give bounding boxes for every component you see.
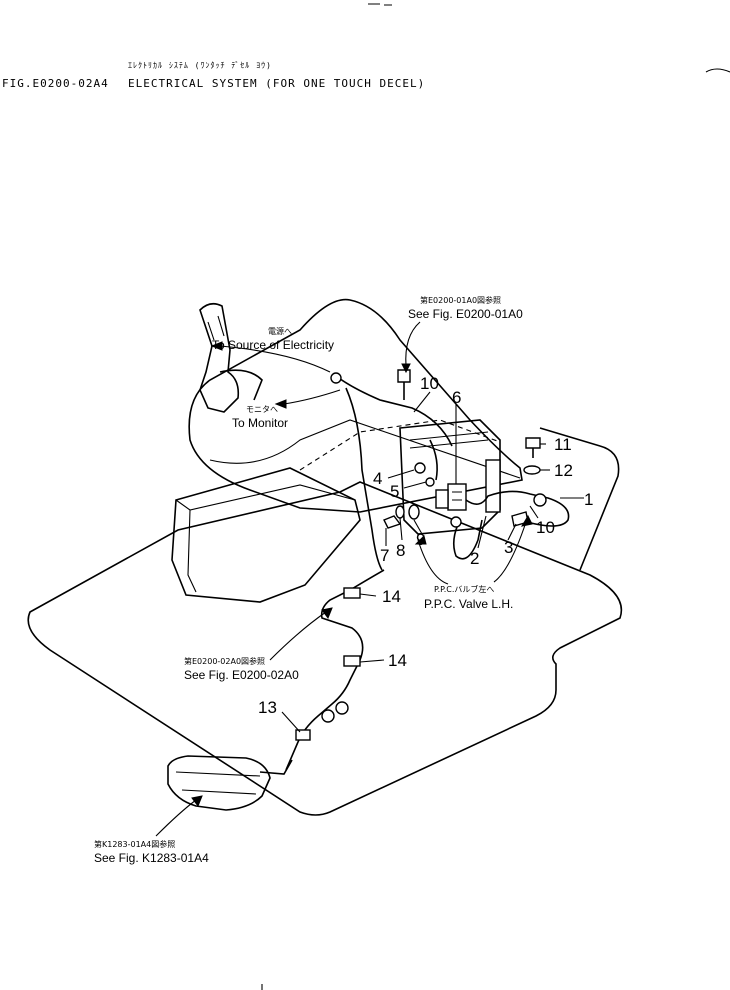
leader-13 — [281, 711, 301, 733]
relay — [447, 483, 467, 511]
leader-4 — [387, 469, 415, 479]
nut-4 — [414, 462, 426, 474]
figure-number: FIG.E0200-02A4 — [2, 77, 109, 90]
connector-13b — [335, 701, 349, 715]
part-number-8: 8 — [396, 541, 405, 560]
part-number-14-lower: 14 — [388, 651, 407, 670]
seat-base — [171, 467, 361, 603]
washer-8 — [395, 505, 405, 519]
callout-monitor-jp: モニタへ — [246, 405, 278, 414]
arrow-head — [414, 535, 427, 545]
callout-source-jp: 電源へ — [268, 327, 292, 336]
callout-to-source: To Source of Electricity — [212, 338, 334, 352]
callout-ppc-valve: P.P.C. Valve L.H. — [424, 597, 513, 611]
console-body — [188, 298, 523, 513]
seat-base-edge — [175, 484, 356, 511]
part-number-10-top: 10 — [420, 374, 439, 393]
switch-lead — [259, 759, 293, 775]
callout-to-monitor: To Monitor — [232, 416, 288, 430]
part-number-13: 13 — [258, 698, 277, 717]
callout-e0200-02a0-jp: 第E0200-02A0図参照 — [184, 656, 265, 666]
washer-9 — [408, 504, 420, 520]
arrow-see-k1283-01a4 — [155, 799, 197, 837]
floor-plate — [27, 481, 623, 816]
part-number-7: 7 — [380, 546, 389, 565]
part-number-3: 3 — [504, 538, 513, 557]
part-number-1: 1 — [584, 490, 593, 509]
leader-14b — [359, 659, 385, 663]
connector-source — [330, 372, 342, 384]
seat-base-edge — [187, 509, 197, 593]
bolt-7 — [383, 515, 402, 529]
part-number-5: 5 — [390, 482, 399, 501]
bracket — [399, 419, 501, 535]
lever-boot — [219, 369, 263, 401]
leader-2 — [477, 515, 487, 549]
figure-title: ELECTRICAL SYSTEM (FOR ONE TOUCH DECEL) — [128, 77, 426, 90]
connector-13a — [321, 709, 335, 723]
bolt-11 — [525, 437, 541, 449]
clamp-lower — [343, 655, 361, 667]
scan-mark — [705, 68, 730, 73]
connector-13c — [295, 729, 311, 741]
part-number-2: 2 — [470, 549, 479, 568]
washer-5 — [425, 477, 435, 487]
arrow-head — [321, 607, 333, 620]
arrow-head — [210, 341, 223, 351]
connector-1 — [533, 493, 547, 507]
callout-e0200-01a0: See Fig. E0200-01A0 — [408, 307, 523, 321]
relay-socket — [435, 489, 449, 509]
console-hidden-edge — [299, 419, 501, 471]
harness-loop — [452, 519, 483, 560]
leader-8 — [399, 517, 403, 541]
console-edge — [209, 419, 521, 479]
lead-wire — [429, 439, 438, 481]
part-number-6: 6 — [452, 388, 461, 407]
arrow-head — [191, 795, 203, 808]
arrow-head — [520, 514, 533, 527]
callout-e0200-02a0: See Fig. E0200-02A0 — [184, 668, 299, 682]
leader-10b — [529, 505, 539, 519]
callout-k1283-jp: 第K1283-01A4図参照 — [94, 839, 175, 849]
part-number-10-right: 10 — [536, 518, 555, 537]
relay-terminals — [452, 491, 462, 501]
leader-14a — [359, 593, 377, 597]
callout-k1283-01a4: See Fig. K1283-01A4 — [94, 851, 209, 865]
part-number-11: 11 — [554, 435, 572, 454]
arrow-see-e0200-01a0 — [405, 321, 421, 367]
leader-9 — [413, 519, 423, 535]
part-number-14-upper: 14 — [382, 587, 401, 606]
washer-12 — [523, 465, 541, 475]
cable-to-monitor — [345, 387, 383, 571]
foot-switch-edges — [175, 771, 261, 795]
arrow-head — [274, 399, 287, 409]
arrow-to-monitor — [283, 389, 341, 405]
arrow-ppc-right — [493, 521, 527, 583]
leader-10a — [413, 391, 431, 413]
callout-e0200-01a0-jp: 第E0200-01A0図参照 — [420, 295, 501, 305]
connector-loop — [450, 516, 462, 528]
clamp-upper — [343, 587, 361, 599]
cable-to-source — [335, 375, 453, 447]
mount-plate — [485, 459, 501, 513]
arrow-see-e0200-02a0 — [269, 611, 327, 661]
lever-grip-lines — [207, 315, 225, 341]
bolt-head-top — [397, 369, 411, 383]
control-lever — [199, 302, 240, 413]
figure-japanese-title: ｴﾚｸﾄﾘｶﾙ ｼｽﾃﾑ (ﾜﾝﾀｯﾁ ﾃﾞｾﾙ ﾖｳ) — [128, 61, 272, 70]
leader-5 — [403, 481, 427, 489]
part-number-12: 12 — [554, 461, 573, 480]
callout-ppc-jp: P.P.C.バルブ左へ — [434, 584, 494, 594]
arrow-head — [401, 363, 411, 374]
scan-mark — [368, 3, 392, 6]
arrow-to-source — [219, 345, 331, 373]
bracket-slot — [409, 431, 489, 449]
part-number-4: 4 — [373, 469, 382, 488]
foot-switch — [167, 755, 271, 811]
arrow-ppc-left — [417, 539, 449, 585]
side-panel — [539, 427, 620, 571]
leader-3 — [507, 523, 517, 541]
part-number-9: 9 — [416, 530, 425, 549]
